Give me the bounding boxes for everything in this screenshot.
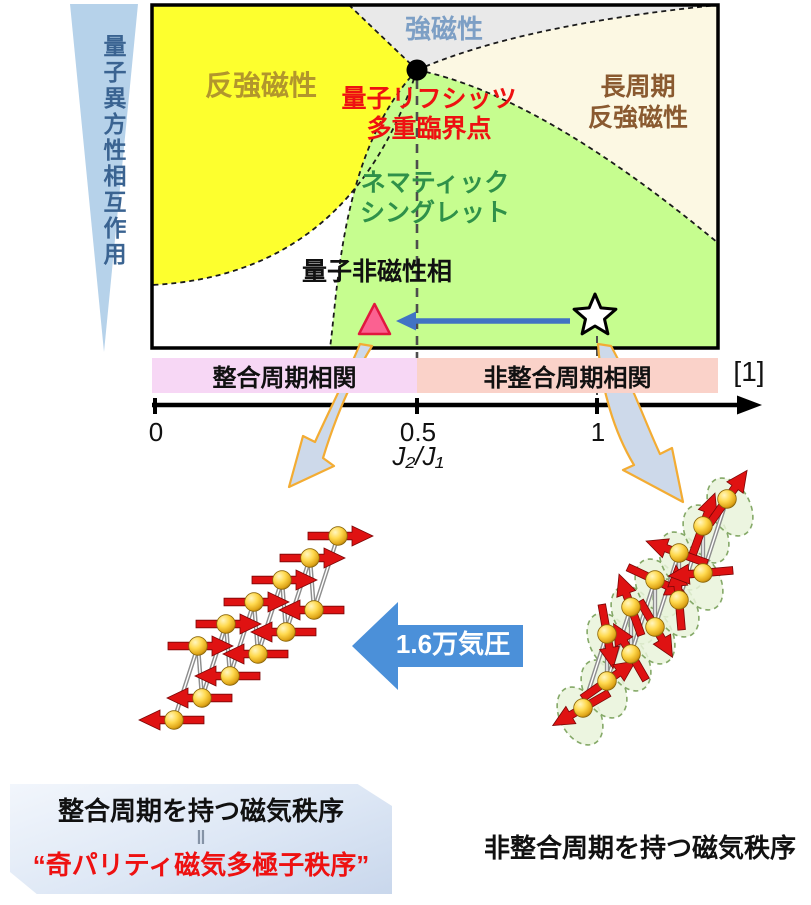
band-incommensurate: 非整合周期相関 [417,358,718,393]
region-ferromagnetic [349,5,718,70]
atom-ball [597,624,617,644]
commensurate-order-line: 整合周期を持つ磁気秩序 [57,796,344,827]
atom-ball [645,570,665,590]
vertical-axis-arrow [70,4,138,352]
critical-point-label-line1: 量子リフシッツ [341,85,517,113]
atom-ball [597,671,617,691]
x-tick-1: 1 [590,417,606,447]
atom-ball [248,644,268,664]
region-label-nematic-line2: シングレット [359,199,510,227]
triangle-marker [357,302,392,336]
phase-box-border [150,3,720,350]
phase-boundaries [151,4,719,349]
atom-ball [669,543,689,563]
vertical-axis-label: 量子異方性相互作用 [100,34,126,268]
pressure-path-arrow [396,311,570,331]
atom-ball [693,563,713,583]
atom-ball [220,666,240,686]
multicritical-point-dot [406,59,428,81]
commensurate-spin-structure [138,525,374,731]
incommensurate-spin-structure [551,469,754,746]
atom-ball [188,636,208,656]
region-label-ferromagnetic: 強磁性 [404,14,483,44]
atom-ball [573,698,593,718]
reference-label: [1] [733,356,765,387]
pressure-block-arrow [352,602,523,690]
x-axis-arrowhead [737,395,762,415]
atom-ball [276,622,296,642]
critical-point-label: 量子リフシッツ 多重臨界点 [336,85,522,144]
region-label-long-period-af-line1: 長周期 [600,73,676,101]
region-nematic-singlet [330,70,718,348]
x-tick-05: 0.5 [399,417,437,447]
region-label-quantum-nonmagnetic: 量子非磁性相 [302,258,453,286]
atom-ball [328,526,348,546]
pressure-arrow-label: 1.6万気圧 [395,629,511,659]
atom-ball [693,516,713,536]
region-label-nematic-line1: ネマティック [360,169,510,197]
atom-ball [717,489,737,509]
atom-ball [621,644,641,664]
atom-ball [272,570,292,590]
x-axis [152,395,762,415]
region-label-nematic-singlet: ネマティック シングレット [342,168,528,228]
critical-point-label-line2: 多重臨界点 [366,114,492,143]
atom-ball [304,600,324,620]
atom-ball [164,710,184,730]
atom-ball [669,590,689,610]
commensurate-order-box: 整合周期を持つ磁気秩序 ‖ “奇パリティ磁気多極子秩序” [10,784,392,894]
phase-diagram [150,3,720,403]
odd-parity-order-line: “奇パリティ磁気多極子秩序” [32,849,370,880]
region-label-antiferromagnetic: 反強磁性 [204,70,317,101]
region-label-long-period-af-line2: 反強磁性 [587,103,688,132]
x-axis-label: J₂/J₁ [392,441,444,471]
atom-ball [300,548,320,568]
x-tick-0: 0 [148,417,164,447]
atom-ball [192,688,212,708]
atom-ball [621,597,641,617]
region-label-long-period-af: 長周期 反強磁性 [575,72,701,133]
atom-ball [244,592,264,612]
equals-symbol: ‖ [196,828,206,850]
incommensurate-order-label: 非整合周期を持つ磁気秩序 [483,833,796,863]
star-marker [572,292,618,336]
atom-ball [216,614,236,634]
region-antiferromagnetic [152,5,417,285]
atom-ball [645,617,665,637]
band-commensurate: 整合周期相関 [152,358,417,393]
